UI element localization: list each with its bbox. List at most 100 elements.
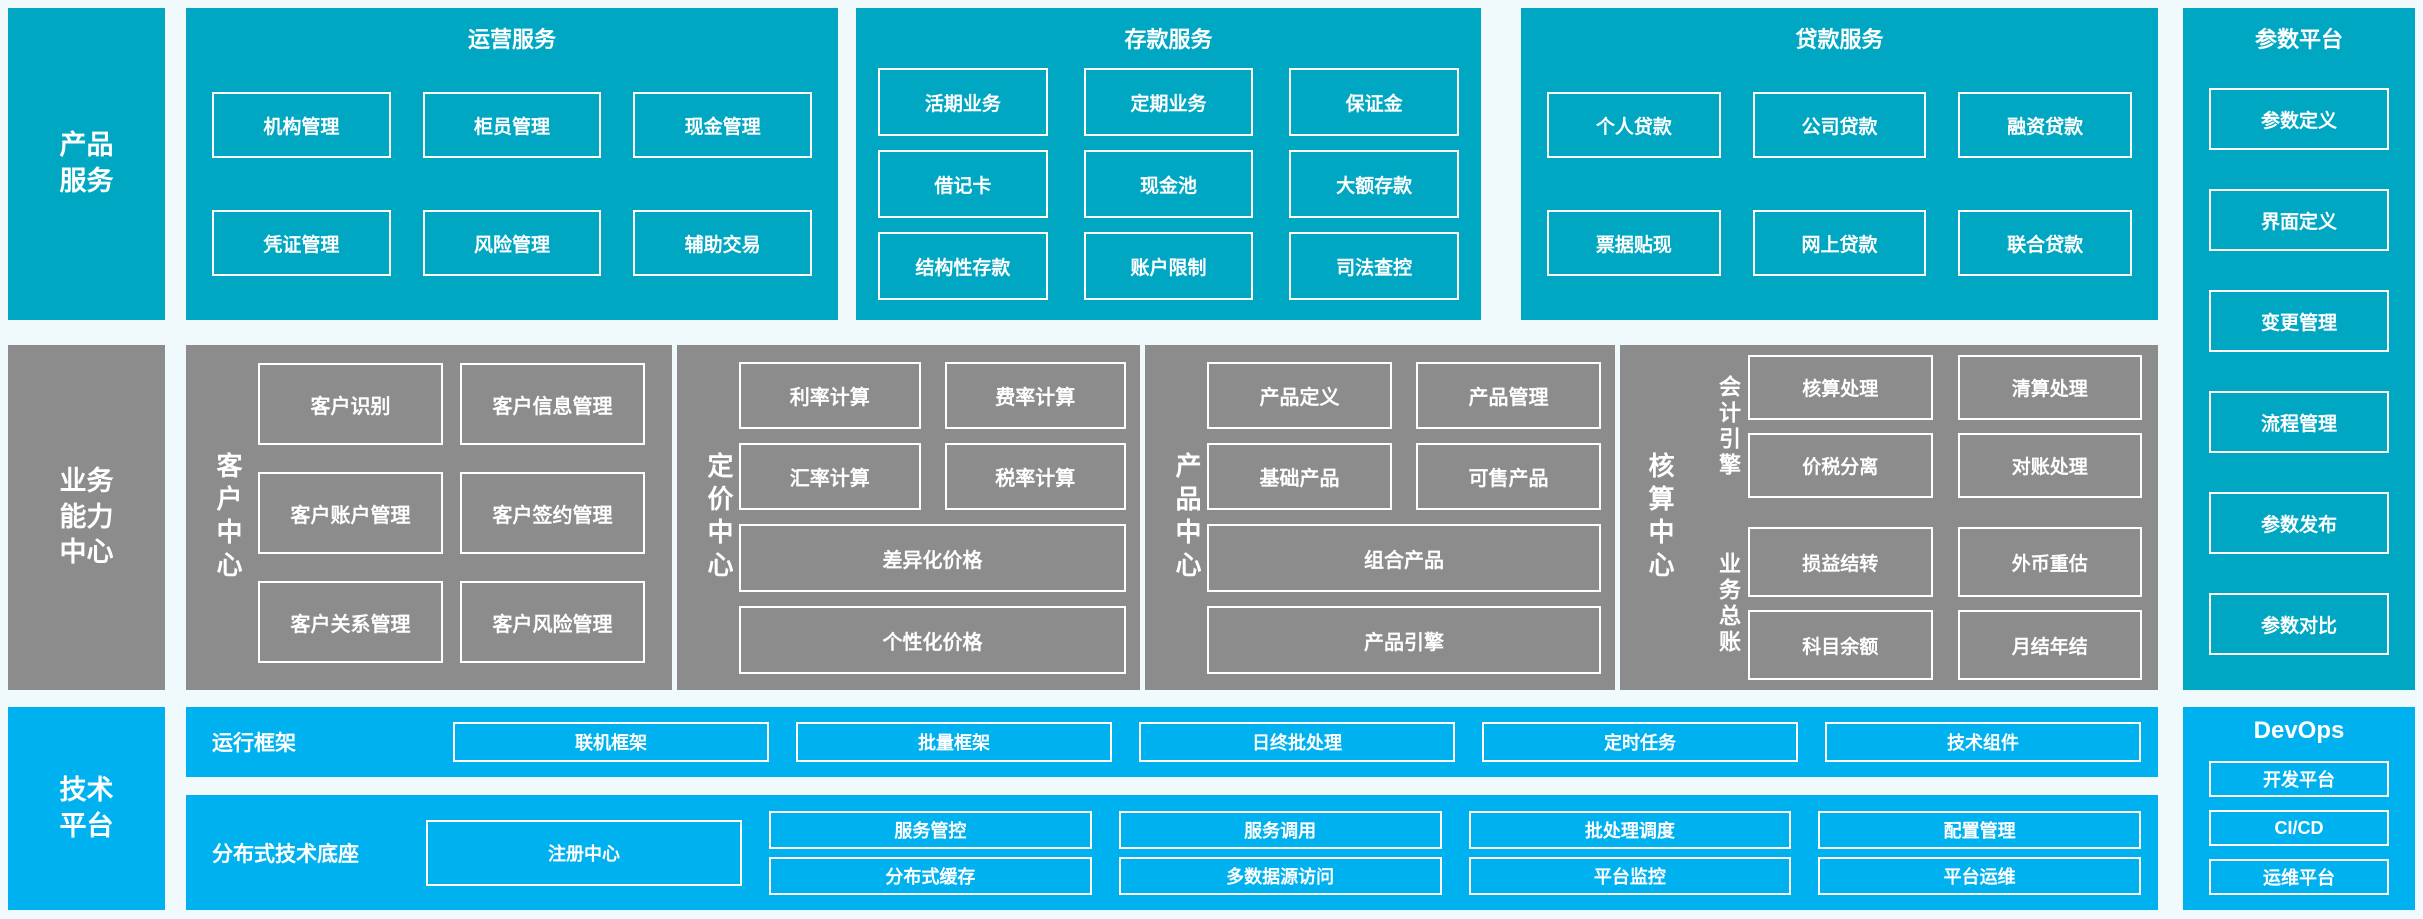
- panel-title-loan: 贷款服务: [1795, 27, 1884, 52]
- panel-title-deposit: 存款服务: [1124, 27, 1213, 52]
- panel-product-center: 产品中心 产品定义 产品管理 基础产品 可售产品 组合产品 产品引擎: [1145, 345, 1615, 690]
- runtime-framework-label: 运行框架: [212, 732, 296, 755]
- tech-box-technical-components: 技术组件: [1825, 722, 2141, 762]
- devops-box-development-platform: 开发平台: [2209, 761, 2389, 797]
- tech-box-multi-datasource-access: 多数据源访问: [1118, 856, 1442, 895]
- service-box-bill-discount: 票据贴现: [1547, 210, 1721, 276]
- capability-box-foreign-currency-revaluation: 外币重估: [1957, 527, 2142, 597]
- distributed-tech-base-label: 分布式技术底座: [212, 842, 359, 866]
- panel-operations-services: 运营服务 机构管理 柜员管理 现金管理 凭证管理 风险管理 辅助交易: [186, 8, 838, 320]
- capability-box-exchange-rate-calc: 汇率计算: [739, 443, 921, 510]
- service-box-institution-mgmt: 机构管理: [212, 92, 391, 158]
- capability-box-customer-info-mgmt: 客户信息管理: [460, 363, 645, 445]
- capability-box-tax-rate-calc: 税率计算: [944, 443, 1126, 510]
- panel-title-operations: 运营服务: [467, 27, 556, 52]
- accounting-group-ledger: 业务总账 损益结转 外币重估 科目余额 月结年结: [1716, 527, 2142, 680]
- panel-parameter-platform: 参数平台 参数定义 界面定义 变更管理 流程管理 参数发布 参数对比: [2183, 8, 2415, 690]
- capability-box-customer-relation-mgmt: 客户关系管理: [258, 581, 443, 663]
- tech-box-service-invocation: 服务调用: [1118, 810, 1442, 849]
- capability-box-customer-risk-mgmt: 客户风险管理: [460, 581, 645, 663]
- accounting-group-engine: 会计引擎 核算处理 清算处理 价税分离 对账处理: [1716, 355, 2142, 498]
- business-ledger-label: 业务总账: [1716, 551, 1741, 656]
- tech-box-config-mgmt: 配置管理: [1818, 810, 2141, 849]
- param-box-parameter-release: 参数发布: [2209, 492, 2389, 554]
- customer-center-label: 客户中心: [213, 451, 243, 584]
- service-box-corporate-loan: 公司贷款: [1752, 92, 1927, 158]
- service-box-online-loan: 网上贷款: [1752, 210, 1927, 276]
- panel-deposit-services: 存款服务 活期业务 定期业务 保证金 借记卡 现金池 大额存款 结构性存款 账户…: [856, 8, 1481, 320]
- capability-box-reconciliation-processing: 对账处理: [1957, 433, 2142, 498]
- service-box-joint-loan: 联合贷款: [1958, 210, 2132, 276]
- sidebar-technology-platform: 技术平台: [8, 707, 165, 910]
- service-box-large-deposit: 大额存款: [1289, 150, 1459, 218]
- devops-box-cicd: CI/CD: [2209, 810, 2389, 846]
- accounting-center-label: 核算中心: [1645, 451, 1675, 584]
- bar-distributed-tech-base: 分布式技术底座 注册中心 服务管控 服务调用 批处理调度 配置管理 分布式缓存 …: [186, 795, 2158, 910]
- panel-loan-services: 贷款服务 个人贷款 公司贷款 融资贷款 票据贴现 网上贷款 联合贷款: [1521, 8, 2158, 320]
- panel-pricing-center: 定价中心 利率计算 费率计算 汇率计算 税率计算 差异化价格 个性化价格: [677, 345, 1140, 690]
- capability-box-fee-rate-calc: 费率计算: [944, 362, 1126, 429]
- service-box-margin: 保证金: [1289, 68, 1459, 136]
- tech-box-batch-framework: 批量框架: [796, 722, 1112, 762]
- deposit-grid: 活期业务 定期业务 保证金 借记卡 现金池 大额存款 结构性存款 账户限制 司法…: [878, 68, 1459, 300]
- sidebar-business-capability-label: 业务能力中心: [59, 466, 114, 568]
- tech-box-registry-center: 注册中心: [426, 819, 742, 886]
- service-box-debit-card: 借记卡: [878, 150, 1048, 218]
- param-box-process-mgmt: 流程管理: [2209, 391, 2389, 453]
- service-box-demand-deposit: 活期业务: [878, 68, 1048, 136]
- service-box-judicial-control: 司法查控: [1289, 232, 1459, 300]
- capability-box-basic-product: 基础产品: [1207, 443, 1392, 510]
- capability-box-customer-account-mgmt: 客户账户管理: [258, 472, 443, 554]
- tech-box-platform-monitoring: 平台监控: [1468, 856, 1792, 895]
- service-box-cash-pool: 现金池: [1083, 150, 1254, 218]
- service-box-auxiliary-trade: 辅助交易: [633, 210, 812, 276]
- product-center-label: 产品中心: [1172, 451, 1202, 584]
- panel-customer-center: 客户中心 客户识别 客户信息管理 客户账户管理 客户签约管理 客户关系管理 客户…: [186, 345, 672, 690]
- capability-box-profit-loss-carryover: 损益结转: [1748, 527, 1933, 597]
- capability-box-month-year-end: 月结年结: [1957, 610, 2142, 680]
- tech-box-distributed-cache: 分布式缓存: [769, 856, 1092, 895]
- service-box-account-restriction: 账户限制: [1083, 232, 1254, 300]
- sidebar-product-services: 产品服务: [8, 8, 165, 320]
- sidebar-product-services-label: 产品服务: [59, 130, 114, 196]
- capability-box-product-engine: 产品引擎: [1207, 606, 1601, 674]
- tech-box-scheduled-tasks: 定时任务: [1482, 722, 1798, 762]
- service-box-personal-loan: 个人贷款: [1547, 92, 1721, 158]
- devops-list: 开发平台 CI/CD 运维平台: [2209, 761, 2389, 895]
- capability-box-accounting-processing: 核算处理: [1748, 355, 1933, 420]
- devops-title: DevOps: [2253, 717, 2345, 744]
- param-box-parameter-compare: 参数对比: [2209, 593, 2389, 655]
- tech-box-batch-scheduling: 批处理调度: [1468, 810, 1792, 849]
- capability-box-interest-rate-calc: 利率计算: [739, 362, 921, 429]
- service-box-teller-mgmt: 柜员管理: [422, 92, 602, 158]
- bar-runtime-framework: 运行框架 联机框架 批量框架 日终批处理 定时任务 技术组件: [186, 707, 2158, 777]
- business-ledger-grid: 损益结转 外币重估 科目余额 月结年结: [1748, 527, 2142, 680]
- sidebar-business-capability-center: 业务能力中心: [8, 345, 165, 690]
- capability-box-differentiated-pricing: 差异化价格: [739, 524, 1126, 592]
- devops-box-operations-platform: 运维平台: [2209, 859, 2389, 895]
- panel-title-parameter-platform: 参数平台: [2254, 27, 2343, 52]
- service-box-structured-deposit: 结构性存款: [878, 232, 1048, 300]
- capability-box-combined-product: 组合产品: [1207, 524, 1601, 592]
- panel-accounting-center: 核算中心 会计引擎 核算处理 清算处理 价税分离 对账处理 业务总账 损益结转 …: [1620, 345, 2158, 690]
- distributed-base-grid: 服务管控 服务调用 批处理调度 配置管理 分布式缓存 多数据源访问 平台监控 平…: [769, 810, 2141, 895]
- customer-center-grid: 客户识别 客户信息管理 客户账户管理 客户签约管理 客户关系管理 客户风险管理: [258, 363, 645, 663]
- service-box-financing-loan: 融资贷款: [1958, 92, 2132, 158]
- operations-grid: 机构管理 柜员管理 现金管理 凭证管理 风险管理 辅助交易: [212, 92, 812, 276]
- service-box-voucher-mgmt: 凭证管理: [212, 210, 391, 276]
- tech-box-platform-operations: 平台运维: [1818, 856, 2141, 895]
- parameter-platform-list: 参数定义 界面定义 变更管理 流程管理 参数发布 参数对比: [2209, 88, 2389, 655]
- service-box-cash-mgmt: 现金管理: [633, 92, 812, 158]
- param-box-parameter-definition: 参数定义: [2209, 88, 2389, 150]
- tech-box-service-governance: 服务管控: [769, 810, 1092, 849]
- tech-box-online-framework: 联机框架: [453, 722, 769, 762]
- capability-box-customer-identification: 客户识别: [258, 363, 443, 445]
- tech-box-eod-batch-processing: 日终批处理: [1139, 722, 1455, 762]
- service-box-risk-mgmt: 风险管理: [422, 210, 602, 276]
- capability-box-sellable-product: 可售产品: [1416, 443, 1601, 510]
- panel-devops: DevOps 开发平台 CI/CD 运维平台: [2183, 707, 2415, 910]
- capability-box-price-tax-separation: 价税分离: [1748, 433, 1933, 498]
- accounting-engine-grid: 核算处理 清算处理 价税分离 对账处理: [1748, 355, 2142, 498]
- service-box-time-deposit: 定期业务: [1083, 68, 1254, 136]
